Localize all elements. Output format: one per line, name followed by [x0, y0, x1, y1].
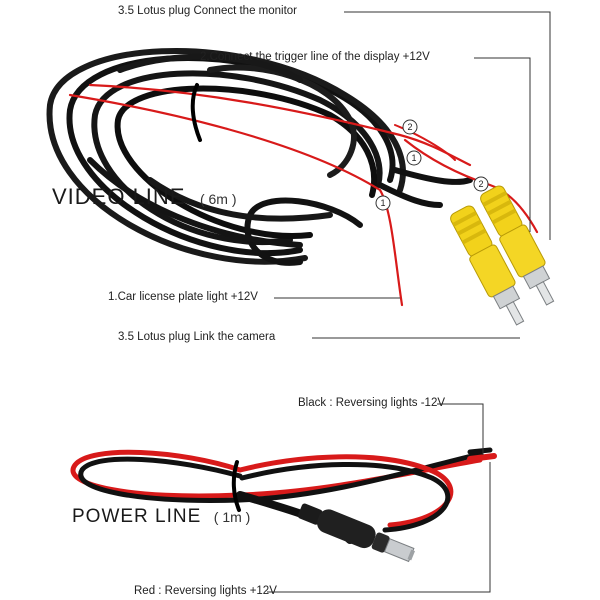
video-line-title: VIDEO LINE: [52, 184, 186, 209]
power-line-title: POWER LINE: [72, 506, 202, 527]
callout-lotus-camera: 3.5 Lotus plug Link the camera: [118, 331, 276, 343]
callout-lotus-monitor: 3.5 Lotus plug Connect the monitor: [118, 5, 298, 17]
power-line-heading: POWER LINE ( 1m ): [72, 506, 250, 528]
wire-markers: 2 1 2 1: [375, 119, 489, 211]
video-cable-coil: [46, 47, 539, 307]
callout-trigger-line: 2.Connect the trigger line of the displa…: [200, 51, 430, 63]
power-line-length: ( 1m ): [213, 509, 251, 525]
video-line-heading: VIDEO LINE ( 6m ): [52, 184, 237, 210]
power-cable: [70, 447, 497, 544]
callout-black-wire: Black : Reversing lights -12V: [298, 397, 446, 409]
video-line-length: ( 6m ): [199, 191, 237, 207]
callout-license-light: 1.Car license plate light +12V: [108, 291, 258, 303]
svg-text:1: 1: [380, 198, 385, 208]
rca-plug-icon: [450, 205, 525, 326]
callout-lines: [267, 11, 551, 593]
callout-red-wire: Red : Reversing lights +12V: [134, 585, 277, 597]
rca-plug-icon: [480, 185, 555, 306]
dc-barrel-plug-icon: [297, 503, 415, 563]
svg-text:2: 2: [478, 179, 483, 189]
svg-text:2: 2: [407, 122, 412, 132]
svg-text:1: 1: [411, 153, 416, 163]
